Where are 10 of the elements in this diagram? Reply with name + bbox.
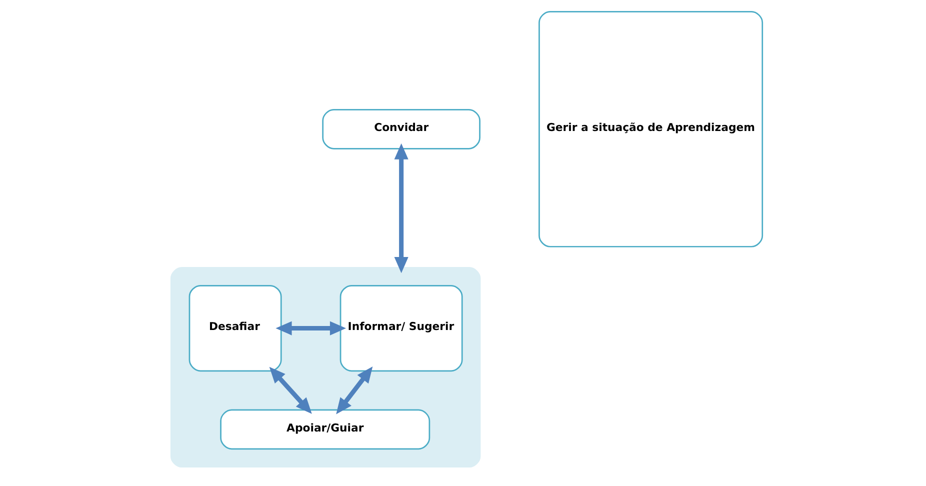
arrow [269,366,312,414]
arrow [394,143,408,274]
node-box: Apoiar/Guiar [220,409,430,450]
arrow [336,366,373,414]
node-box: Informar/ Sugerir [340,284,463,372]
node-box: Gerir a situação de Aprendizagem [538,11,764,248]
node-box: Convidar [322,108,480,150]
arrow [276,321,346,336]
cluster [170,267,481,468]
node-box: Desafiar [188,284,282,372]
